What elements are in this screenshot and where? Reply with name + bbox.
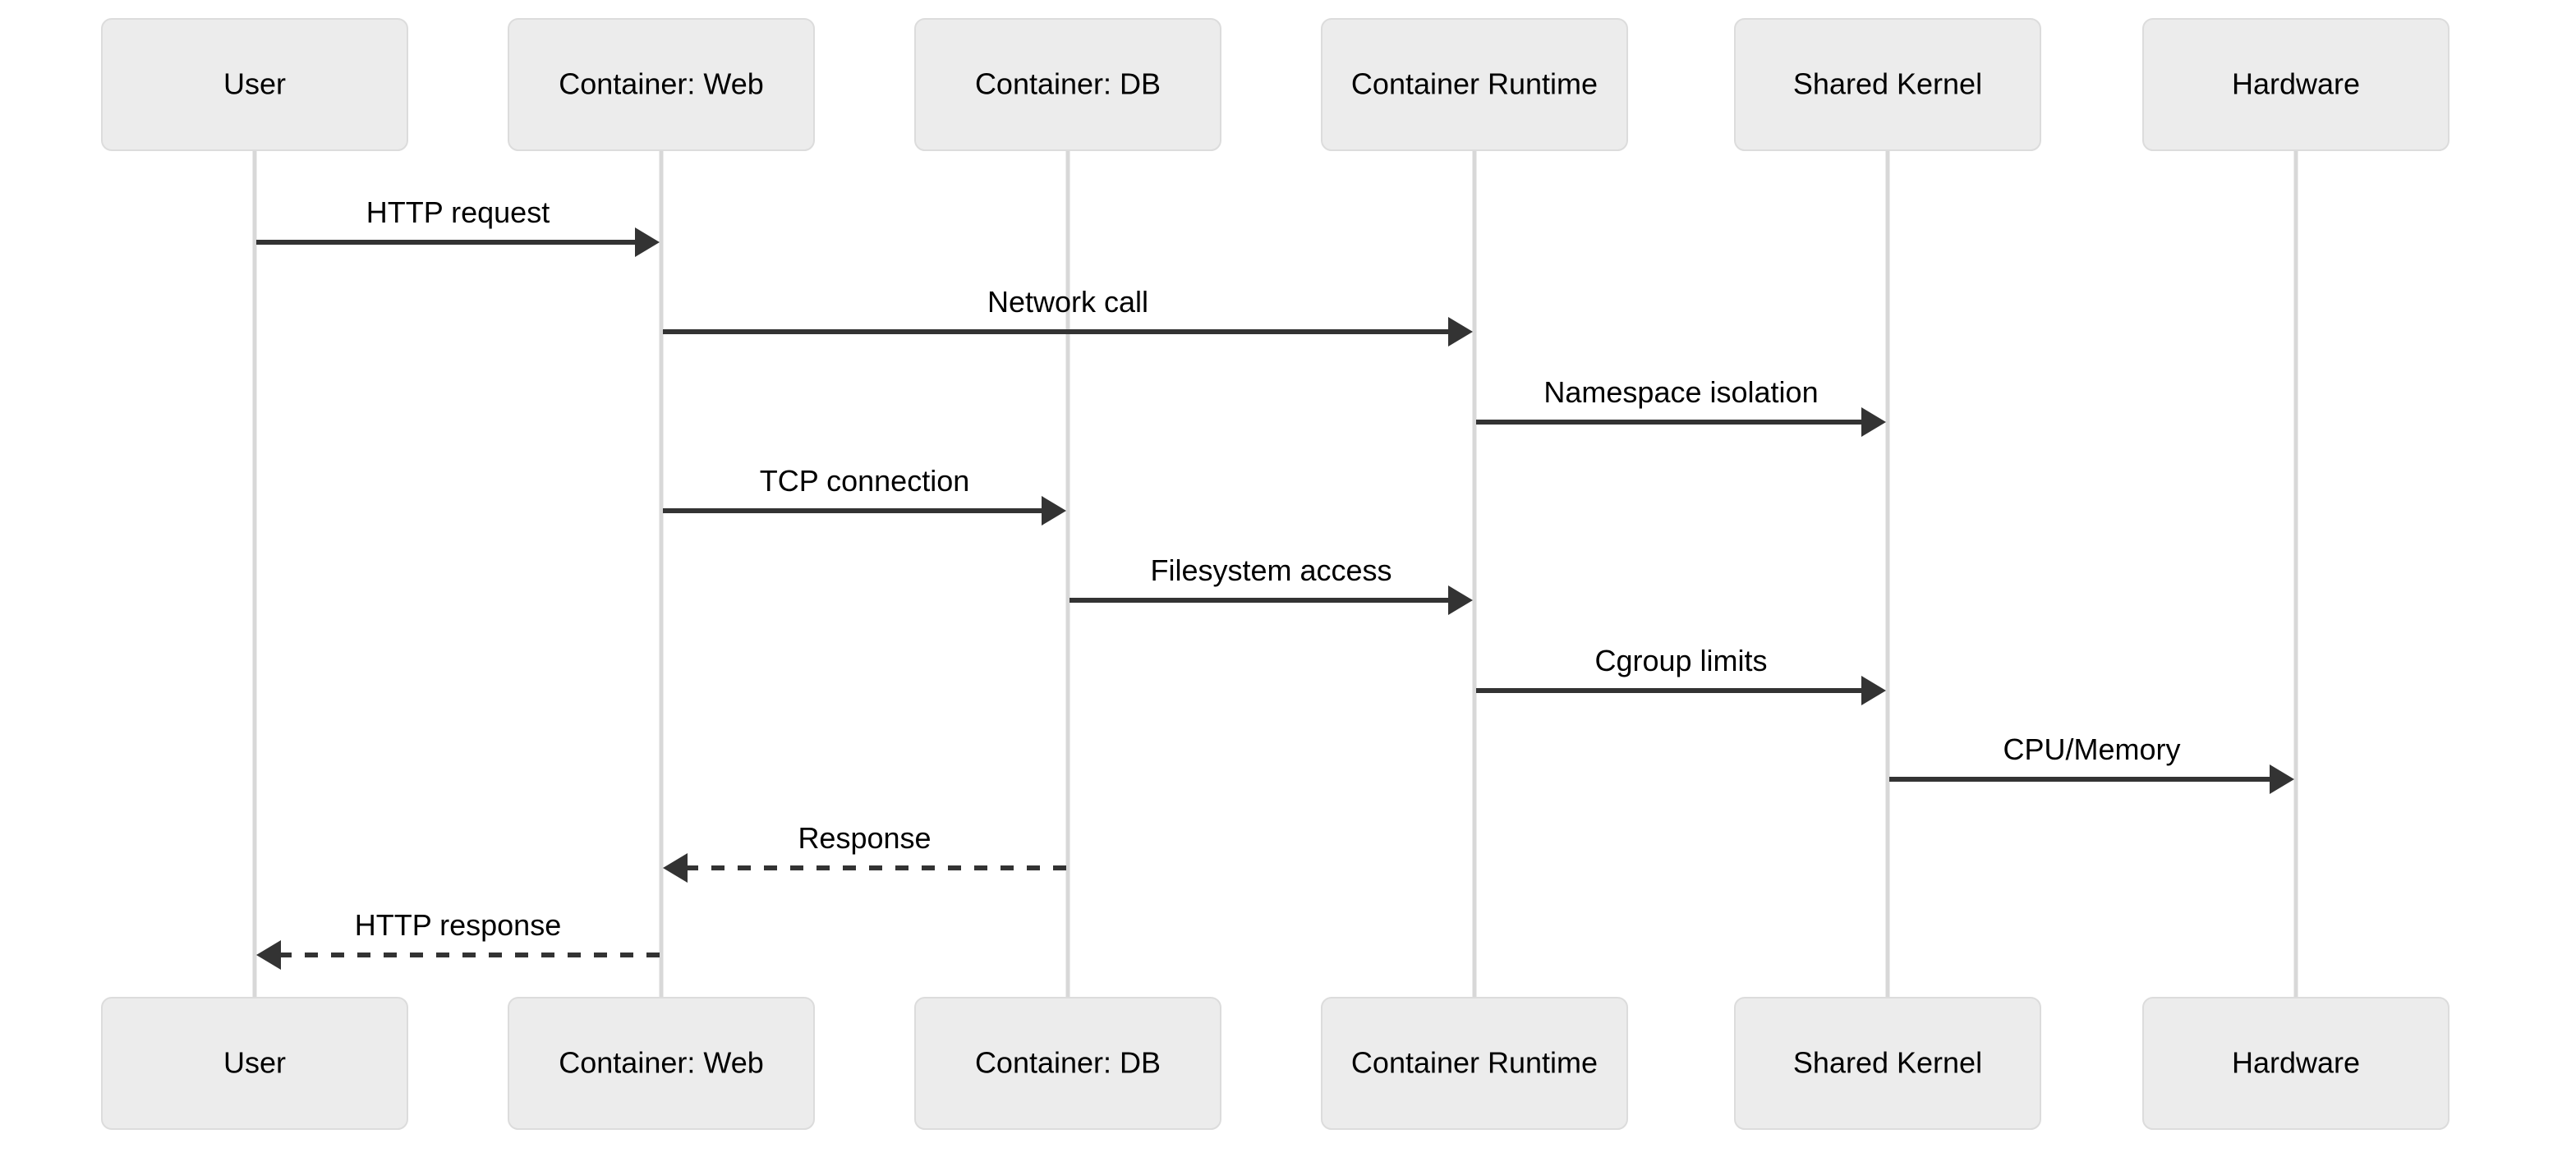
participant-box-shape [1734,997,2041,1130]
participant-label: Shared Kernel [1793,1046,1982,1080]
participant-box-shape [1734,18,2041,151]
participant-label: User [223,1046,286,1080]
participant-box-shape [1321,18,1628,151]
participant-box-shape [508,18,815,151]
message-label: Network call [987,285,1148,319]
participant-label: Container Runtime [1351,67,1598,101]
participant-bottom-hw[interactable]: Hardware [2142,997,2450,1130]
message-9-web-to-user[interactable]: HTTP response [256,908,660,970]
message-label: HTTP request [366,195,550,229]
message-4-web-to-db[interactable]: TCP connection [663,464,1066,526]
participant-label: Shared Kernel [1793,67,1982,101]
participant-box-shape [914,18,1221,151]
message-arrowhead [256,940,281,970]
message-arrowhead [663,853,688,883]
participant-bottom-runtime[interactable]: Container Runtime [1321,997,1628,1130]
participant-label: Container: Web [559,1046,763,1080]
message-arrowhead [635,227,660,257]
message-label: CPU/Memory [2003,732,2180,766]
participant-label: Hardware [2232,1046,2360,1080]
participant-bottom-web[interactable]: Container: Web [508,997,815,1130]
participant-label: Container: Web [559,67,763,101]
participant-box-shape [101,18,408,151]
participant-label: User [223,67,286,101]
participant-top-kernel[interactable]: Shared Kernel [1734,18,2041,151]
message-arrowhead [1042,496,1066,526]
message-arrowhead [1861,676,1886,705]
message-1-user-to-web[interactable]: HTTP request [256,195,660,257]
participant-bottom-db[interactable]: Container: DB [914,997,1221,1130]
message-6-runtime-to-kernel[interactable]: Cgroup limits [1476,644,1886,705]
participant-top-user[interactable]: User [101,18,408,151]
message-label: Filesystem access [1150,553,1392,587]
participant-label: Container Runtime [1351,1046,1598,1080]
top-participants-layer: User Container: Web Container: DB Container… [101,18,2450,151]
message-label: Namespace isolation [1543,375,1818,409]
message-arrowhead [1448,317,1473,347]
participant-box-shape [2142,18,2450,151]
participant-top-web[interactable]: Container: Web [508,18,815,151]
message-8-db-to-web[interactable]: Response [663,821,1066,883]
participant-label: Container: DB [975,67,1161,101]
message-label: Response [798,821,931,855]
participant-box-shape [508,997,815,1130]
participant-label: Hardware [2232,67,2360,101]
lifelines-layer [252,150,2298,998]
participant-box-shape [914,997,1221,1130]
participant-box-shape [1321,997,1628,1130]
message-7-kernel-to-hw[interactable]: CPU/Memory [1889,732,2294,794]
participant-box-shape [101,997,408,1130]
participant-label: Container: DB [975,1046,1161,1080]
message-5-db-to-runtime[interactable]: Filesystem access [1070,553,1473,615]
message-label: Cgroup limits [1594,644,1767,677]
participant-box-shape [2142,997,2450,1130]
participant-bottom-kernel[interactable]: Shared Kernel [1734,997,2041,1130]
message-arrowhead [1448,585,1473,615]
message-arrowhead [2270,764,2294,794]
message-2-web-to-runtime[interactable]: Network call [663,285,1473,347]
message-arrowhead [1861,407,1886,437]
participant-top-db[interactable]: Container: DB [914,18,1221,151]
message-3-runtime-to-kernel[interactable]: Namespace isolation [1476,375,1886,437]
participant-top-hw[interactable]: Hardware [2142,18,2450,151]
message-label: HTTP response [355,908,561,942]
message-label: TCP connection [760,464,969,498]
participant-top-runtime[interactable]: Container Runtime [1321,18,1628,151]
bottom-participants-layer: User Container: Web Container: DB Container… [101,997,2450,1130]
participant-bottom-user[interactable]: User [101,997,408,1130]
